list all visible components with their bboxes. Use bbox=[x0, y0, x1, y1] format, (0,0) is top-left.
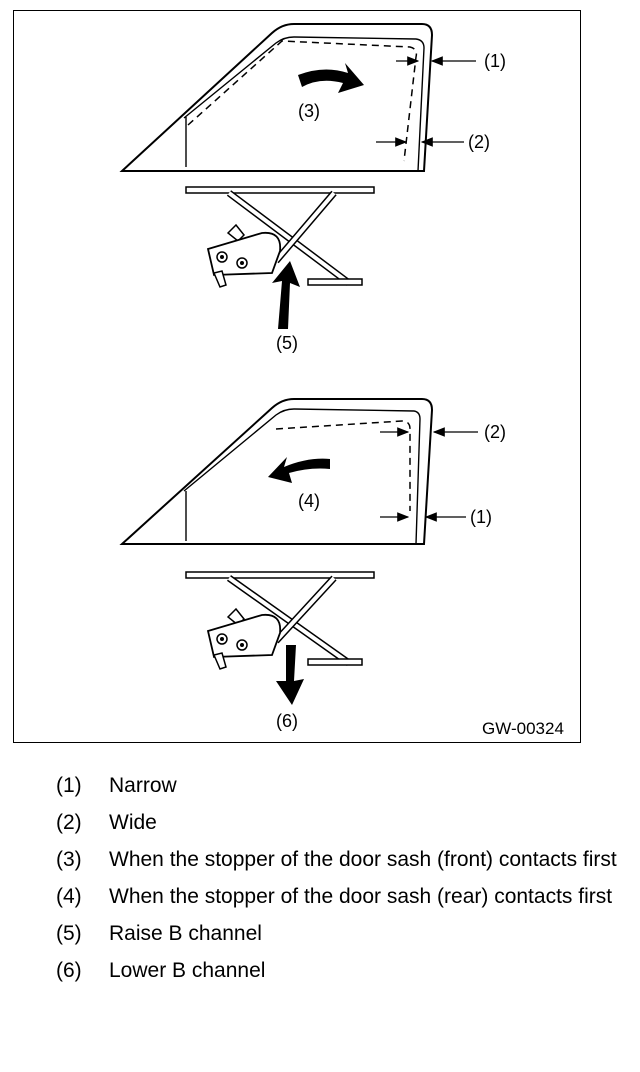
bottom-regulator bbox=[185, 571, 375, 670]
legend-item: (4) When the stopper of the door sash (r… bbox=[56, 881, 626, 912]
legend-text: Narrow bbox=[109, 774, 177, 797]
legend-number: (6) bbox=[56, 959, 82, 982]
window-regulator-diagram: (1) (2) (3) (5) bbox=[119, 23, 564, 738]
legend-number: (1) bbox=[56, 774, 82, 797]
legend-item: (6) Lower B channel bbox=[56, 955, 626, 986]
legend-text: When the stopper of the door sash (front… bbox=[109, 848, 617, 871]
diagram-code: GW-00324 bbox=[482, 719, 564, 738]
legend-text: When the stopper of the door sash (rear)… bbox=[109, 885, 613, 908]
legend-item: (2) Wide bbox=[56, 807, 626, 838]
bottom-dashed-position bbox=[275, 420, 411, 511]
top-arrow-3 bbox=[298, 63, 364, 93]
bottom-glass-outline bbox=[119, 398, 434, 545]
callout-top-1: (1) bbox=[484, 51, 506, 71]
legend-item: (5) Raise B channel bbox=[56, 918, 626, 949]
callout-top-2: (2) bbox=[468, 132, 490, 152]
bottom-arrow-6 bbox=[276, 645, 304, 705]
top-regulator bbox=[185, 186, 375, 288]
legend-text: Lower B channel bbox=[109, 959, 266, 982]
legend-item: (1) Narrow bbox=[56, 770, 626, 801]
top-arrow-5 bbox=[272, 261, 300, 329]
legend-text: Wide bbox=[109, 811, 157, 834]
top-glass-outline bbox=[119, 23, 434, 172]
top-view: (1) (2) (3) (5) bbox=[119, 23, 506, 353]
callout-bottom-4: (4) bbox=[298, 491, 320, 511]
callout-bottom-6: (6) bbox=[276, 711, 298, 731]
legend-list: (1) Narrow (2) Wide (3) When the stopper… bbox=[56, 770, 626, 992]
callout-bottom-1: (1) bbox=[470, 507, 492, 527]
legend-number: (4) bbox=[56, 885, 82, 908]
callout-bottom-2: (2) bbox=[484, 422, 506, 442]
callout-top-3: (3) bbox=[298, 101, 320, 121]
legend-number: (3) bbox=[56, 848, 82, 871]
bottom-view: (2) (1) (4) (6) bbox=[119, 398, 506, 731]
callout-top-5: (5) bbox=[276, 333, 298, 353]
legend-text: Raise B channel bbox=[109, 922, 262, 945]
diagram-frame: (1) (2) (3) (5) bbox=[13, 10, 581, 743]
legend-number: (5) bbox=[56, 922, 82, 945]
bottom-arrow-4 bbox=[268, 457, 330, 483]
legend-item: (3) When the stopper of the door sash (f… bbox=[56, 844, 626, 875]
legend-number: (2) bbox=[56, 811, 82, 834]
bottom-sash-inner bbox=[183, 408, 421, 545]
top-sash-inner bbox=[183, 36, 425, 172]
